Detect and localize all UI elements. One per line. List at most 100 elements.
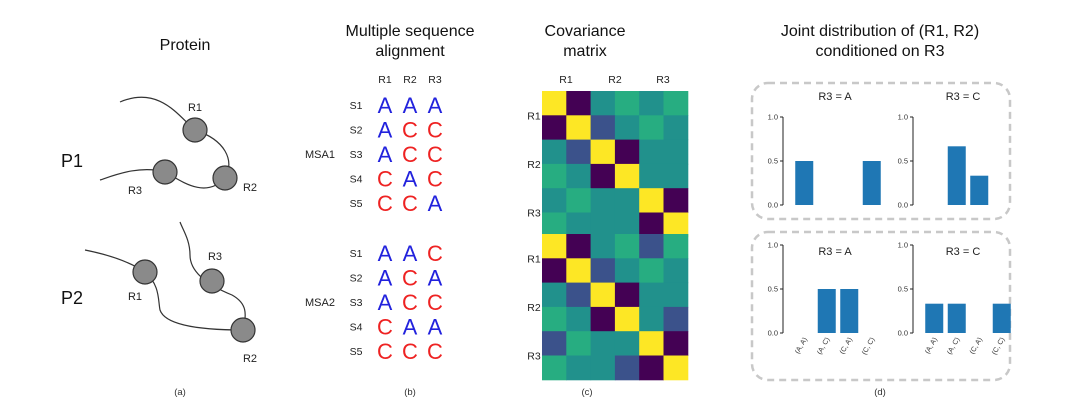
panel-b: Multiple sequence alignment R1 R2 R3 MSA… [305, 23, 475, 398]
heatmap-cell [566, 115, 592, 141]
sequence-label: S2 [350, 273, 363, 285]
residue-A: A [378, 241, 393, 266]
heatmap-cell [663, 163, 689, 189]
heatmap-cell [542, 331, 567, 356]
residue-A: A [403, 241, 418, 266]
panel-a: Protein R1 R2 R3 P1 R1 R2 R3 P2 [61, 37, 257, 398]
residue-C: C [427, 167, 443, 192]
heatmap-cell [566, 306, 592, 332]
heatmap-cell [614, 306, 640, 332]
heatmap-cell [614, 139, 640, 165]
heatmap-cell [663, 188, 689, 213]
sequence-label: S3 [350, 297, 363, 309]
heatmap-cell [639, 234, 664, 259]
residue-C: C [402, 142, 418, 167]
heatmap-cell [590, 234, 616, 259]
residue-C: C [402, 339, 418, 364]
residue-C: C [377, 339, 393, 364]
heatmap-cell [566, 188, 592, 213]
p2-node-r3 [199, 268, 225, 294]
p1-label-r3: R3 [128, 185, 142, 197]
residue-A: A [428, 266, 443, 291]
residue-C: C [427, 339, 443, 364]
panel-d-caption: (d) [874, 387, 886, 398]
residue-A: A [378, 266, 393, 291]
residue-C: C [402, 118, 418, 143]
residue-C: C [427, 241, 443, 266]
sequence-label: S4 [350, 322, 363, 334]
panel-d-title-line2: conditioned on R3 [816, 43, 945, 60]
bar-chart-1: R3 = A0.00.51.0 [768, 91, 881, 210]
chart-title: R3 = C [946, 246, 981, 258]
heatmap-cell [566, 163, 592, 189]
y-tick-label: 0.0 [898, 329, 908, 338]
panel-d-title-line1: Joint distribution of (R1, R2) [781, 23, 979, 40]
bar-charts: R3 = A0.00.51.0R3 = C0.00.51.0R3 = A0.00… [768, 91, 1011, 356]
heatmap-cell [663, 306, 689, 332]
sequence-label: S3 [350, 149, 363, 161]
p1-node-r3 [152, 159, 178, 185]
residue-A: A [403, 167, 418, 192]
heatmap-cell [663, 355, 689, 381]
heatmap-cell [639, 282, 664, 308]
heatmap-cell [590, 355, 616, 381]
p2-backbone-3 [179, 221, 246, 331]
chart-title: R3 = A [818, 246, 852, 258]
heatmap-cell [639, 355, 664, 381]
residue-A: A [378, 118, 393, 143]
cov-row-label: R2 [527, 159, 541, 171]
cov-row-label: R3 [527, 351, 541, 363]
y-tick-label: 1.0 [898, 241, 908, 250]
heatmap-cell [590, 115, 616, 141]
residue-A: A [428, 191, 443, 216]
y-tick-label: 1.0 [768, 241, 778, 250]
heatmap-cell [639, 258, 664, 284]
heatmap-cell [663, 258, 689, 284]
y-tick-label: 1.0 [898, 113, 908, 122]
heatmap-cell [663, 212, 689, 238]
cov-row-label: R2 [527, 302, 541, 314]
heatmap-cell [542, 212, 567, 238]
heatmap-cell [663, 331, 689, 356]
sequence-label: S5 [350, 198, 363, 210]
heatmap-cell [663, 139, 689, 165]
sequence-label: S1 [350, 100, 363, 112]
x-tick-label: (C, A) [839, 337, 854, 356]
x-tick-label: (A, C) [816, 337, 831, 356]
msa-col-r3: R3 [428, 74, 442, 86]
residue-A: A [403, 315, 418, 340]
heatmap-cell [639, 91, 664, 116]
msa-col-r1: R1 [378, 74, 392, 86]
bar [947, 146, 966, 205]
heatmap-cell [614, 115, 640, 141]
heatmap-cell [614, 91, 640, 116]
heatmap-cell [663, 91, 689, 116]
heatmap-cell [566, 234, 592, 259]
bar [970, 175, 989, 205]
heatmap-cell [639, 163, 664, 189]
heatmap-cell [614, 234, 640, 259]
heatmap-cell [590, 282, 616, 308]
residue-A: A [378, 93, 393, 118]
panel-c-title-line2: matrix [563, 43, 607, 60]
residue-C: C [427, 142, 443, 167]
heatmap-cell [590, 163, 616, 189]
bar [840, 289, 859, 333]
p2-node-r1 [132, 259, 158, 285]
heatmap-cell [614, 331, 640, 356]
residue-A: A [428, 93, 443, 118]
p2-label: P2 [61, 288, 83, 308]
protein-p2: R1 R2 R3 P2 [61, 221, 257, 365]
bar-chart-4: R3 = C0.00.51.0(A, A)(A, C)(C, A)(C, C) [898, 241, 1011, 356]
p1-label-r2: R2 [243, 182, 257, 194]
p2-label-r2: R2 [243, 353, 257, 365]
y-tick-label: 0.0 [768, 329, 778, 338]
cov-row-label: R3 [527, 208, 541, 220]
heatmap-cell [614, 282, 640, 308]
heatmap-cell [542, 139, 567, 165]
heatmap-cell [639, 212, 664, 238]
